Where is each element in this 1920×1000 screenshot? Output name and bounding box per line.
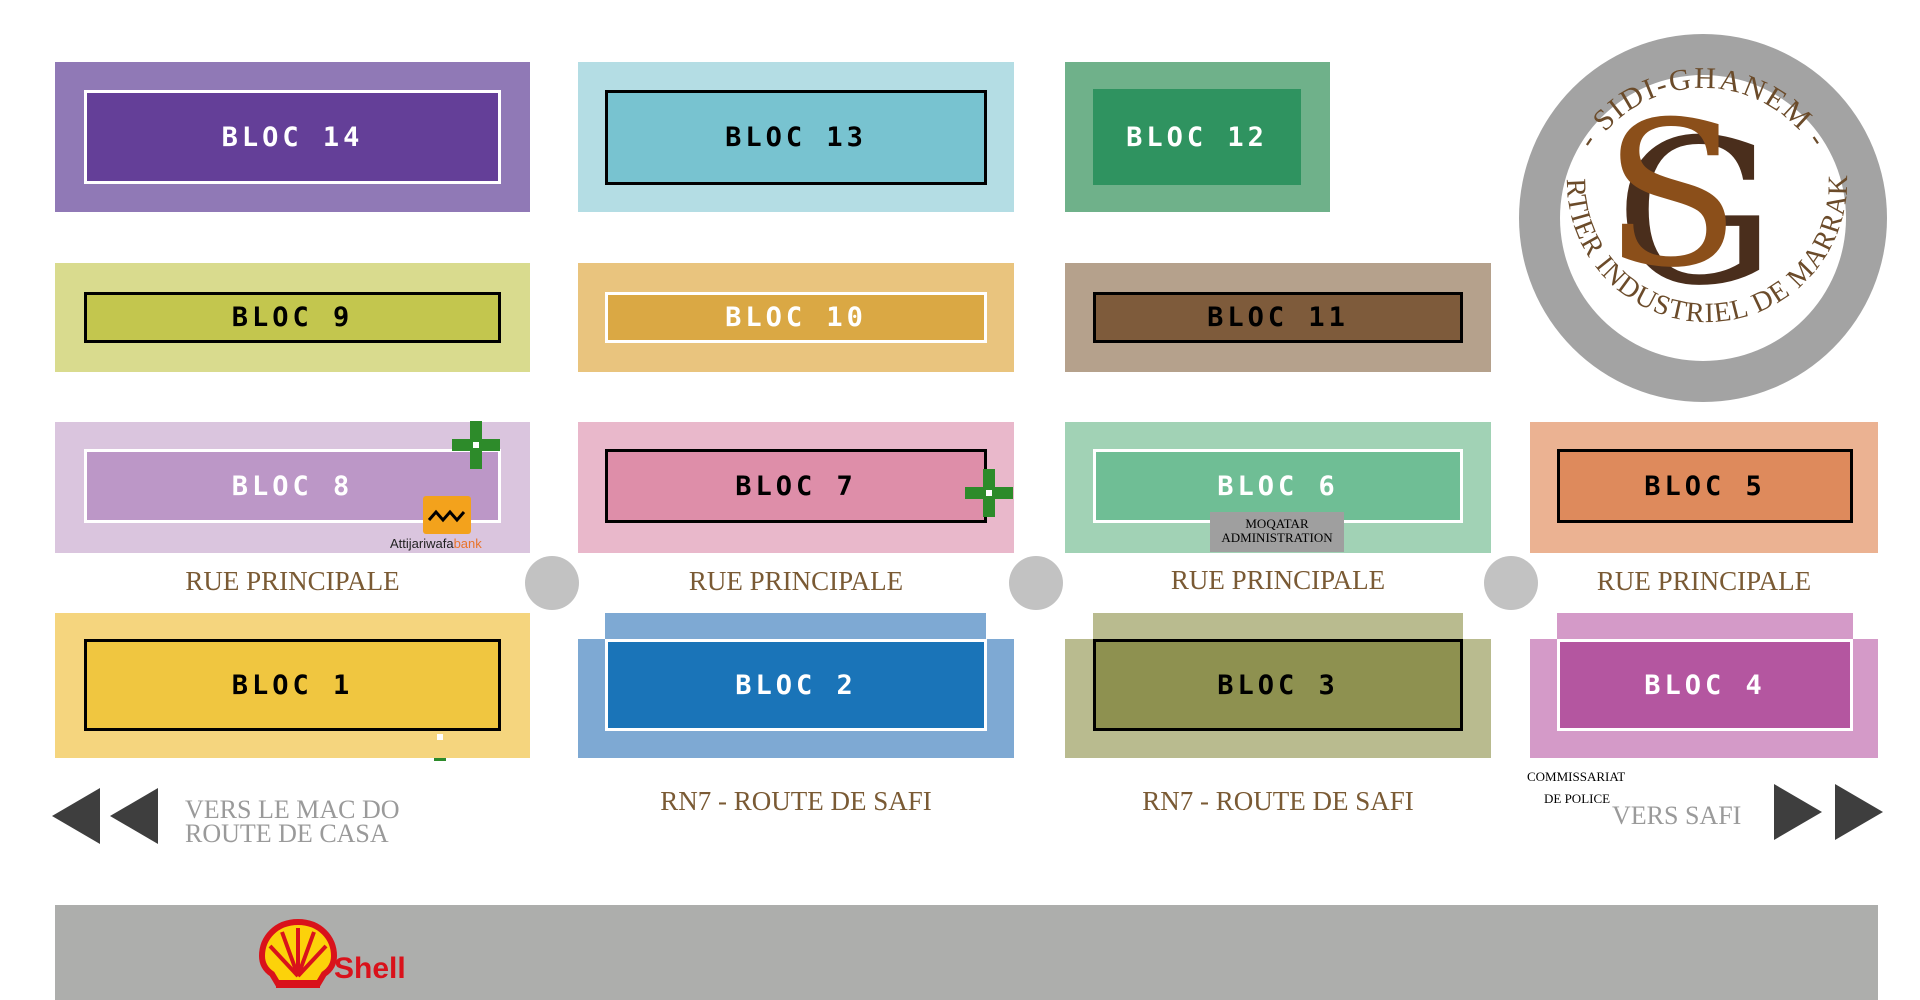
bloc-12[interactable]: BLOC 12 xyxy=(1065,62,1330,212)
right-arrow-icon-1[interactable] xyxy=(1774,784,1822,840)
left-arrow-icon-2[interactable] xyxy=(110,788,158,844)
commissariat-line2: DE POLICE xyxy=(1544,791,1611,806)
logo-monogram-g: G xyxy=(1615,97,1775,330)
moqatar-line2: ADMINISTRATION xyxy=(1221,530,1333,545)
bloc-12-label: BLOC 12 xyxy=(1126,121,1268,153)
bloc-9[interactable]: BLOC 9 xyxy=(55,263,530,372)
roundabout-3[interactable] xyxy=(1484,556,1538,610)
main-road xyxy=(55,905,1878,1000)
bloc-5[interactable]: BLOC 5 xyxy=(1530,422,1878,553)
bloc-7-label: BLOC 7 xyxy=(735,470,857,502)
rue-principale-3: RUE PRINCIPALE xyxy=(1170,565,1386,595)
attijariwafa-name: Attijariwafa xyxy=(390,536,454,551)
attijariwafa-bank-text: bank xyxy=(453,536,482,551)
vers-mac-do-line2: ROUTE DE CASA xyxy=(185,819,389,848)
bloc-14[interactable]: BLOC 14 xyxy=(55,62,530,212)
bloc-13-label: BLOC 13 xyxy=(725,122,867,153)
roundabout-2[interactable] xyxy=(1009,556,1063,610)
rue-principale-2: RUE PRINCIPALE xyxy=(688,566,904,596)
pharmacy-cross-icon-bloc8 xyxy=(452,421,500,469)
bloc-10-label: BLOC 10 xyxy=(725,302,867,333)
bloc-3-label: BLOC 3 xyxy=(1217,669,1339,701)
bloc-2[interactable]: BLOC 2 xyxy=(578,639,1014,758)
sidi-ghanem-logo: - SIDI-GHANEM - QUARTIER INDUSTRIEL DE M… xyxy=(1506,8,1889,404)
bloc-8-label: BLOC 8 xyxy=(231,470,354,502)
bloc-3[interactable]: BLOC 3 xyxy=(1065,639,1491,758)
commissariat-line1: COMMISSARIAT xyxy=(1527,769,1626,784)
vers-safi-label: VERS SAFI xyxy=(1612,801,1742,830)
bloc-7-lower-strip xyxy=(605,525,986,553)
vers-mac-do-line1: VERS LE MAC DO xyxy=(185,795,400,824)
rue-principale-4: RUE PRINCIPALE xyxy=(1596,566,1812,596)
bloc-1-label: BLOC 1 xyxy=(231,669,354,701)
shell-station[interactable]: Shell xyxy=(258,918,438,994)
bloc-13[interactable]: BLOC 13 xyxy=(578,62,1014,212)
bloc-5-label: BLOC 5 xyxy=(1644,470,1766,502)
bloc-10[interactable]: BLOC 10 xyxy=(578,263,1014,372)
moqatar-administration[interactable]: MOQATAR ADMINISTRATION xyxy=(1210,512,1344,552)
bloc-2-label: BLOC 2 xyxy=(735,669,857,701)
pharmacy-cross-icon-bloc7 xyxy=(965,469,1013,517)
shell-text: Shell xyxy=(334,952,406,985)
bloc-2-upper-strip xyxy=(605,613,986,641)
bloc-4[interactable]: BLOC 4 xyxy=(1530,639,1878,758)
vers-mac-do-label: VERS LE MAC DO ROUTE DE CASA xyxy=(185,795,400,848)
bloc-4-label: BLOC 4 xyxy=(1644,669,1766,701)
bloc-1[interactable]: BLOC 1 xyxy=(55,613,530,758)
bloc-6-label: BLOC 6 xyxy=(1217,470,1339,502)
attijariwafa-bank-logo: Attijariwafabank xyxy=(390,496,505,554)
logo-monogram-s: S xyxy=(1603,79,1740,312)
bloc-4-upper-strip xyxy=(1557,613,1853,641)
bloc-3-upper-strip xyxy=(1093,613,1463,641)
bloc-9-label: BLOC 9 xyxy=(231,302,354,333)
right-arrow-icon-2[interactable] xyxy=(1835,784,1883,840)
bloc-11[interactable]: BLOC 11 xyxy=(1065,263,1491,372)
left-arrow-icon-1[interactable] xyxy=(52,788,100,844)
roundabout-1[interactable] xyxy=(525,556,579,610)
rn7-route-de-safi-1: RN7 - ROUTE DE SAFI xyxy=(660,786,932,816)
rue-principale-1: RUE PRINCIPALE xyxy=(185,566,400,596)
rn7-route-de-safi-2: RN7 - ROUTE DE SAFI xyxy=(1142,786,1414,816)
shell-pecten-icon xyxy=(258,918,338,988)
moqatar-line1: MOQATAR xyxy=(1245,516,1309,531)
bloc-11-label: BLOC 11 xyxy=(1207,302,1349,333)
bloc-14-label: BLOC 14 xyxy=(221,121,364,153)
commissariat-de-police[interactable]: COMMISSARIAT DE POLICE xyxy=(1527,766,1667,810)
